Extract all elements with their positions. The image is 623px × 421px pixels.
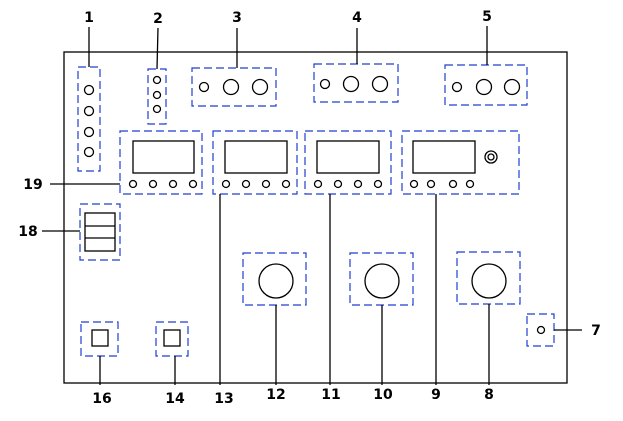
component-18-switch-stack: [79, 203, 121, 261]
label-19: 19: [23, 177, 42, 193]
component-19-display-module: [119, 130, 203, 195]
component-8-large-knob: [456, 251, 521, 305]
label-3: 3: [232, 10, 242, 26]
label-16: 16: [92, 391, 111, 407]
component-2-indicator-column: [147, 68, 167, 125]
label-14: 14: [165, 391, 185, 407]
number-labels: 1 2 3 4 5 7 8 9 10 11 12 13 14 16 18 19: [18, 9, 601, 407]
label-9: 9: [431, 387, 441, 403]
component-9-display-module: [401, 130, 520, 195]
component-14-square-button: [155, 321, 189, 357]
component-16-square-button: [80, 321, 119, 357]
label-1: 1: [84, 10, 94, 26]
label-13: 13: [214, 391, 233, 407]
component-3-knob-group: [191, 67, 277, 107]
component-4-knob-group: [313, 63, 399, 103]
component-12-large-knob: [242, 252, 307, 306]
label-18: 18: [18, 224, 37, 240]
component-5-knob-group: [444, 64, 528, 106]
label-12: 12: [266, 387, 285, 403]
component-10-large-knob: [349, 252, 414, 306]
component-1-indicator-column: [77, 66, 101, 172]
component-11-display-module: [304, 130, 392, 195]
label-7: 7: [591, 323, 601, 339]
panel-outline: [63, 51, 568, 384]
component-7-indicator: [526, 313, 555, 347]
label-8: 8: [484, 387, 494, 403]
label-10: 10: [373, 387, 393, 403]
leader-lines: [42, 26, 582, 385]
label-11: 11: [321, 387, 340, 403]
label-5: 5: [482, 9, 492, 25]
label-2: 2: [153, 11, 163, 27]
component-13-display-module: [212, 130, 298, 195]
label-4: 4: [352, 10, 362, 26]
